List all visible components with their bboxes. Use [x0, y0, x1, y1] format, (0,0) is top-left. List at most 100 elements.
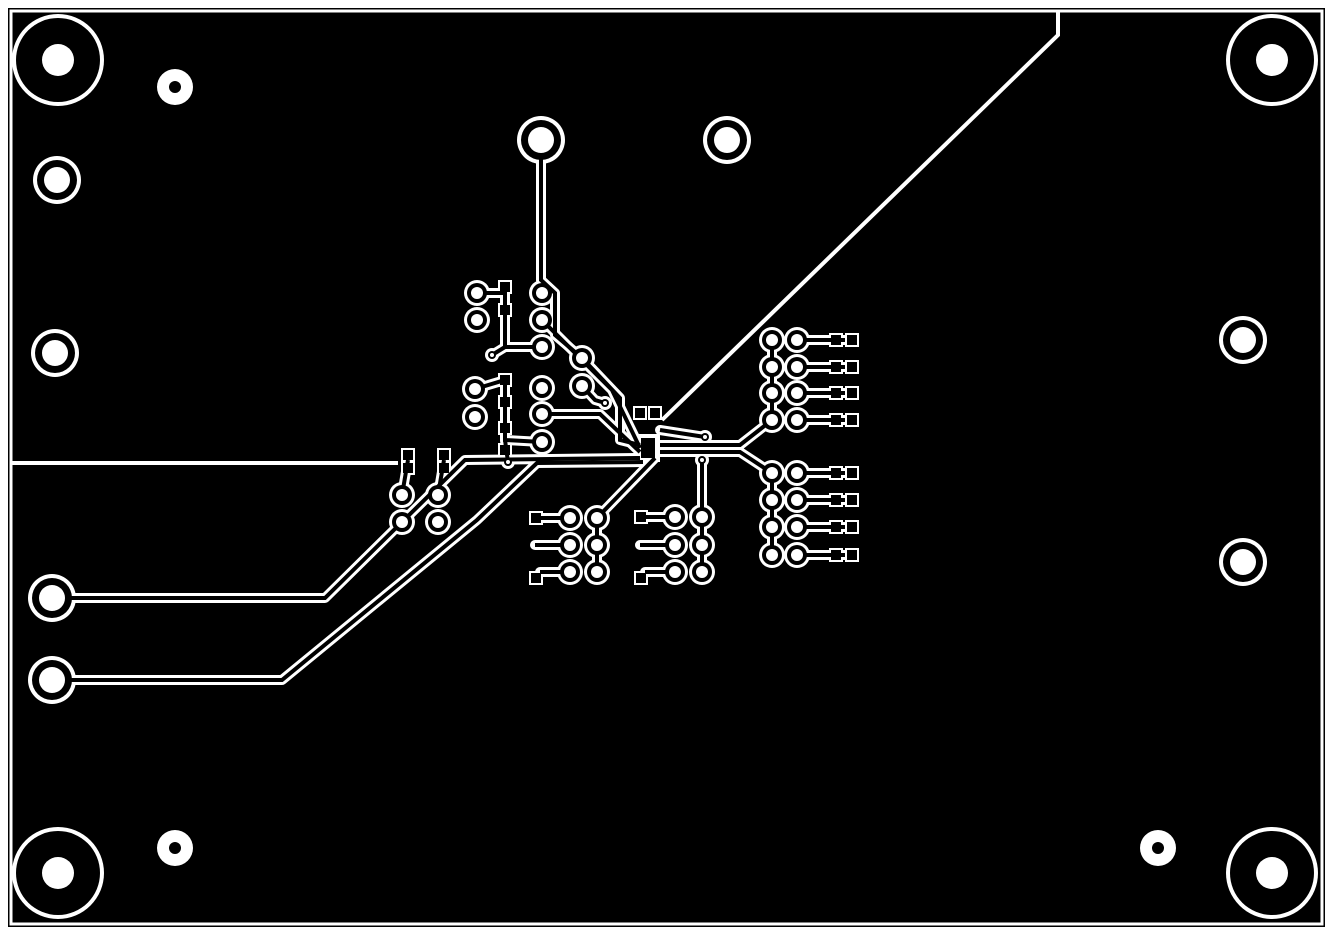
smd-pad [831, 415, 841, 425]
smd-pad [847, 522, 857, 532]
pad-hole [766, 549, 778, 561]
pad-hole [766, 414, 778, 426]
smd-pad [650, 408, 660, 418]
pad-hole [791, 414, 803, 426]
smd-pad [439, 463, 449, 473]
pad-hole [432, 516, 444, 528]
pad-hole [791, 521, 803, 533]
smd-pad [831, 335, 841, 345]
pad-hole [536, 436, 548, 448]
pad-hole [469, 411, 481, 423]
via-hole [603, 401, 607, 405]
mounting-hole [42, 857, 74, 889]
pad-hole [528, 127, 554, 153]
pad-hole [536, 314, 548, 326]
pad-hole [591, 512, 603, 524]
via-hole [703, 435, 707, 439]
pad-hole [39, 667, 65, 693]
pad-hole [536, 287, 548, 299]
pour-split-diagonal [660, 12, 1060, 422]
pad-hole [791, 467, 803, 479]
smd-pad [531, 573, 541, 583]
pad-hole [396, 489, 408, 501]
smd-pad [500, 282, 510, 292]
smd-pad [439, 450, 449, 460]
smd-pad [831, 388, 841, 398]
via-hole [1152, 842, 1164, 854]
pad-hole [696, 539, 708, 551]
pad-hole [591, 539, 603, 551]
trace [477, 291, 542, 349]
trace [595, 456, 657, 520]
board-copper-pour [8, 8, 1325, 927]
trace [52, 460, 644, 682]
smd-pad [847, 550, 857, 560]
smd-pad [831, 495, 841, 505]
pad-hole [791, 494, 803, 506]
smd-pad [847, 362, 857, 372]
smd-pad [847, 388, 857, 398]
pad-hole [564, 539, 576, 551]
trace [540, 318, 642, 449]
pad-hole [536, 408, 548, 420]
smd-pad [500, 375, 510, 385]
pad-hole [591, 566, 603, 578]
pad-hole [766, 361, 778, 373]
pad-hole [791, 549, 803, 561]
ic-package [641, 438, 655, 458]
pad-hole [42, 340, 68, 366]
smd-pad [831, 550, 841, 560]
pad-hole [576, 380, 588, 392]
smd-pad [636, 512, 646, 522]
pad-hole [766, 521, 778, 533]
smd-pad [500, 305, 510, 315]
pad-hole [432, 489, 444, 501]
via-hole [169, 81, 181, 93]
mounting-hole [1256, 857, 1288, 889]
pad-hole [791, 361, 803, 373]
pad-hole [669, 539, 681, 551]
pad-hole [396, 516, 408, 528]
smd-pad [403, 450, 413, 460]
smd-pad [847, 468, 857, 478]
smd-pad [847, 415, 857, 425]
smd-pad [636, 573, 646, 583]
smd-pad [831, 362, 841, 372]
pad-hole [1230, 549, 1256, 575]
pad-hole [536, 382, 548, 394]
smd-pad [500, 445, 510, 455]
via-hole [490, 353, 494, 357]
pad-hole [669, 566, 681, 578]
smd-pad [531, 513, 541, 523]
pad-hole [766, 387, 778, 399]
pad-hole [564, 512, 576, 524]
trace [542, 412, 642, 454]
smd-pad [847, 335, 857, 345]
smd-pad [847, 495, 857, 505]
pad-hole [696, 511, 708, 523]
trace [474, 377, 543, 444]
via-hole [700, 458, 704, 462]
pad-hole [766, 467, 778, 479]
smd-pad [403, 463, 413, 473]
via-hole [506, 460, 510, 464]
trace [660, 450, 774, 475]
pad-hole [469, 383, 481, 395]
pad-hole [471, 287, 483, 299]
pad-hole [791, 387, 803, 399]
smd-pad [500, 423, 510, 433]
pad-hole [714, 127, 740, 153]
pad-hole [766, 494, 778, 506]
pad-hole [576, 352, 588, 364]
trace [659, 428, 706, 439]
smd-pad [831, 468, 841, 478]
smd-pad [831, 522, 841, 532]
pad-hole [766, 334, 778, 346]
smd-pad [500, 397, 510, 407]
trace [660, 418, 774, 447]
mounting-hole [42, 44, 74, 76]
pad-hole [696, 566, 708, 578]
pad-hole [791, 334, 803, 346]
pad-hole [1230, 327, 1256, 353]
